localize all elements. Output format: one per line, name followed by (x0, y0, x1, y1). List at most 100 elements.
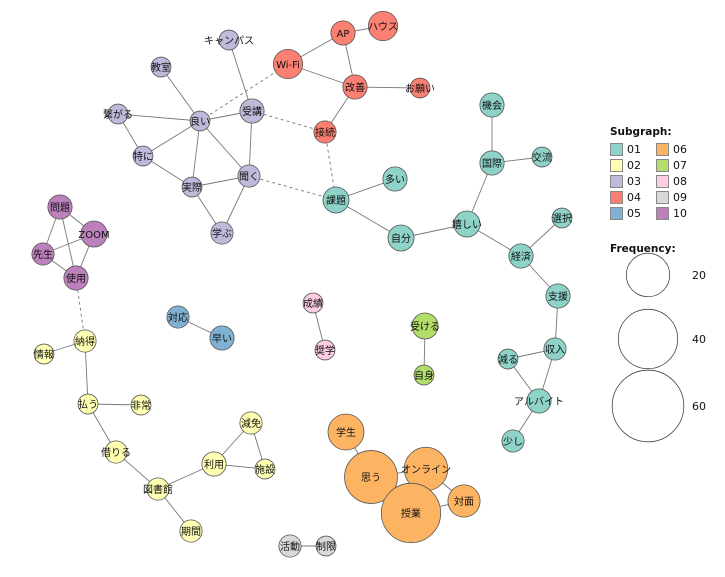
node-施設: 施設 (254, 458, 276, 480)
legend-label: 01 (627, 143, 641, 156)
node-circle (545, 283, 571, 309)
node-国際: 国際 (479, 150, 505, 176)
node-減免: 減免 (239, 411, 263, 435)
frequency-label-40: 40 (692, 333, 706, 346)
node-label: 成績 (303, 297, 323, 310)
node-circle (551, 207, 573, 229)
node-借りる: 借りる (101, 440, 131, 464)
node-circle (322, 186, 350, 214)
node-circle (189, 110, 211, 132)
node-label: 問題 (50, 202, 70, 214)
node-circle (47, 194, 73, 220)
node-払う: 払う (77, 393, 99, 415)
node-label: 実際 (182, 181, 202, 194)
node-成績: 成績 (302, 292, 324, 314)
node-circle (239, 411, 263, 435)
node-circle (239, 98, 265, 124)
node-課題: 課題 (322, 186, 350, 214)
legend-item-10: 10 (656, 206, 698, 221)
node-自身: 自身 (413, 364, 435, 386)
node-利用: 利用 (201, 451, 227, 477)
node-circle (342, 74, 368, 100)
node-label: 施設 (255, 463, 275, 476)
node-label: 受講 (242, 105, 262, 118)
node-お願い: お願い (405, 77, 435, 99)
node-ZOOM: ZOOM (78, 220, 110, 248)
node-circle (218, 29, 240, 51)
node-使用: 使用 (63, 265, 89, 291)
node-教室: 教室 (150, 56, 172, 78)
node-label: 選択 (552, 212, 572, 225)
node-label: アルバイト (514, 396, 564, 408)
node-接続: 接続 (313, 120, 337, 144)
node-circle (413, 364, 435, 386)
node-circle (508, 243, 534, 269)
node-期間: 期間 (179, 519, 203, 543)
node-交流: 交流 (531, 146, 553, 168)
node-label: 先生 (33, 248, 53, 261)
node-Wi-Fi: Wi-Fi (272, 48, 304, 80)
node-circle (254, 458, 276, 480)
node-label: 使用 (66, 272, 86, 285)
node-label: 対応 (168, 311, 188, 324)
legend-item-08: 08 (656, 174, 698, 189)
node-学生: 学生 (327, 413, 365, 451)
node-label: 情報 (34, 348, 54, 361)
node-label: 良い (190, 115, 210, 128)
node-問題: 問題 (47, 194, 73, 220)
node-circle (327, 413, 365, 451)
node-対応: 対応 (166, 305, 190, 329)
node-学ぶ: 学ぶ (210, 221, 234, 245)
legend-label: 06 (673, 143, 687, 156)
node-circle (104, 440, 128, 464)
node-label: 借りる (101, 447, 131, 459)
legend-swatch (656, 159, 669, 172)
node-収入: 収入 (543, 337, 567, 361)
node-label: 支援 (548, 290, 568, 303)
edge-教室-良い (160, 66, 201, 122)
node-label: 自分 (391, 232, 411, 245)
node-減る: 減る (497, 348, 519, 370)
legend-item-09: 09 (656, 190, 698, 205)
node-circle (367, 10, 399, 42)
node-label: 活動 (280, 540, 300, 553)
node-AP: AP (330, 20, 356, 46)
edge-受講-接続 (251, 110, 326, 133)
legend-item-03: 03 (610, 174, 652, 189)
node-circle (63, 265, 89, 291)
node-label: 経済 (511, 250, 531, 263)
node-特に: 特に (132, 145, 154, 167)
node-経済: 経済 (508, 243, 534, 269)
node-circle (382, 166, 408, 192)
node-label: 繋がる (103, 108, 133, 121)
legend-item-05: 05 (610, 206, 652, 221)
node-label: ハウス (368, 21, 398, 33)
legend-label: 09 (673, 191, 687, 204)
node-label: お願い (405, 83, 435, 95)
node-label: 期間 (181, 526, 201, 538)
node-選択: 選択 (551, 207, 573, 229)
node-label: 減る (498, 353, 518, 366)
node-circle (80, 220, 108, 248)
node-label: 納得 (75, 335, 95, 348)
node-label: 機会 (482, 99, 502, 112)
edge-使用-納得 (75, 277, 86, 342)
node-circle (209, 325, 235, 351)
node-label: 少し (503, 436, 523, 448)
legend-label: 04 (627, 191, 641, 204)
node-label: 交流 (532, 151, 552, 164)
node-label: 多い (385, 173, 405, 186)
node-circle (479, 150, 505, 176)
node-納得: 納得 (73, 329, 97, 353)
node-circle (531, 146, 553, 168)
node-label: 特に (133, 151, 153, 163)
legend-swatch (610, 191, 623, 204)
legend-item-01: 01 (610, 142, 652, 157)
node-circle (33, 343, 55, 365)
node-label: 対面 (454, 495, 474, 508)
legend-swatch (656, 191, 669, 204)
node-label: 受ける (410, 321, 440, 333)
node-circle (31, 242, 55, 266)
node-活動: 活動 (278, 534, 302, 558)
